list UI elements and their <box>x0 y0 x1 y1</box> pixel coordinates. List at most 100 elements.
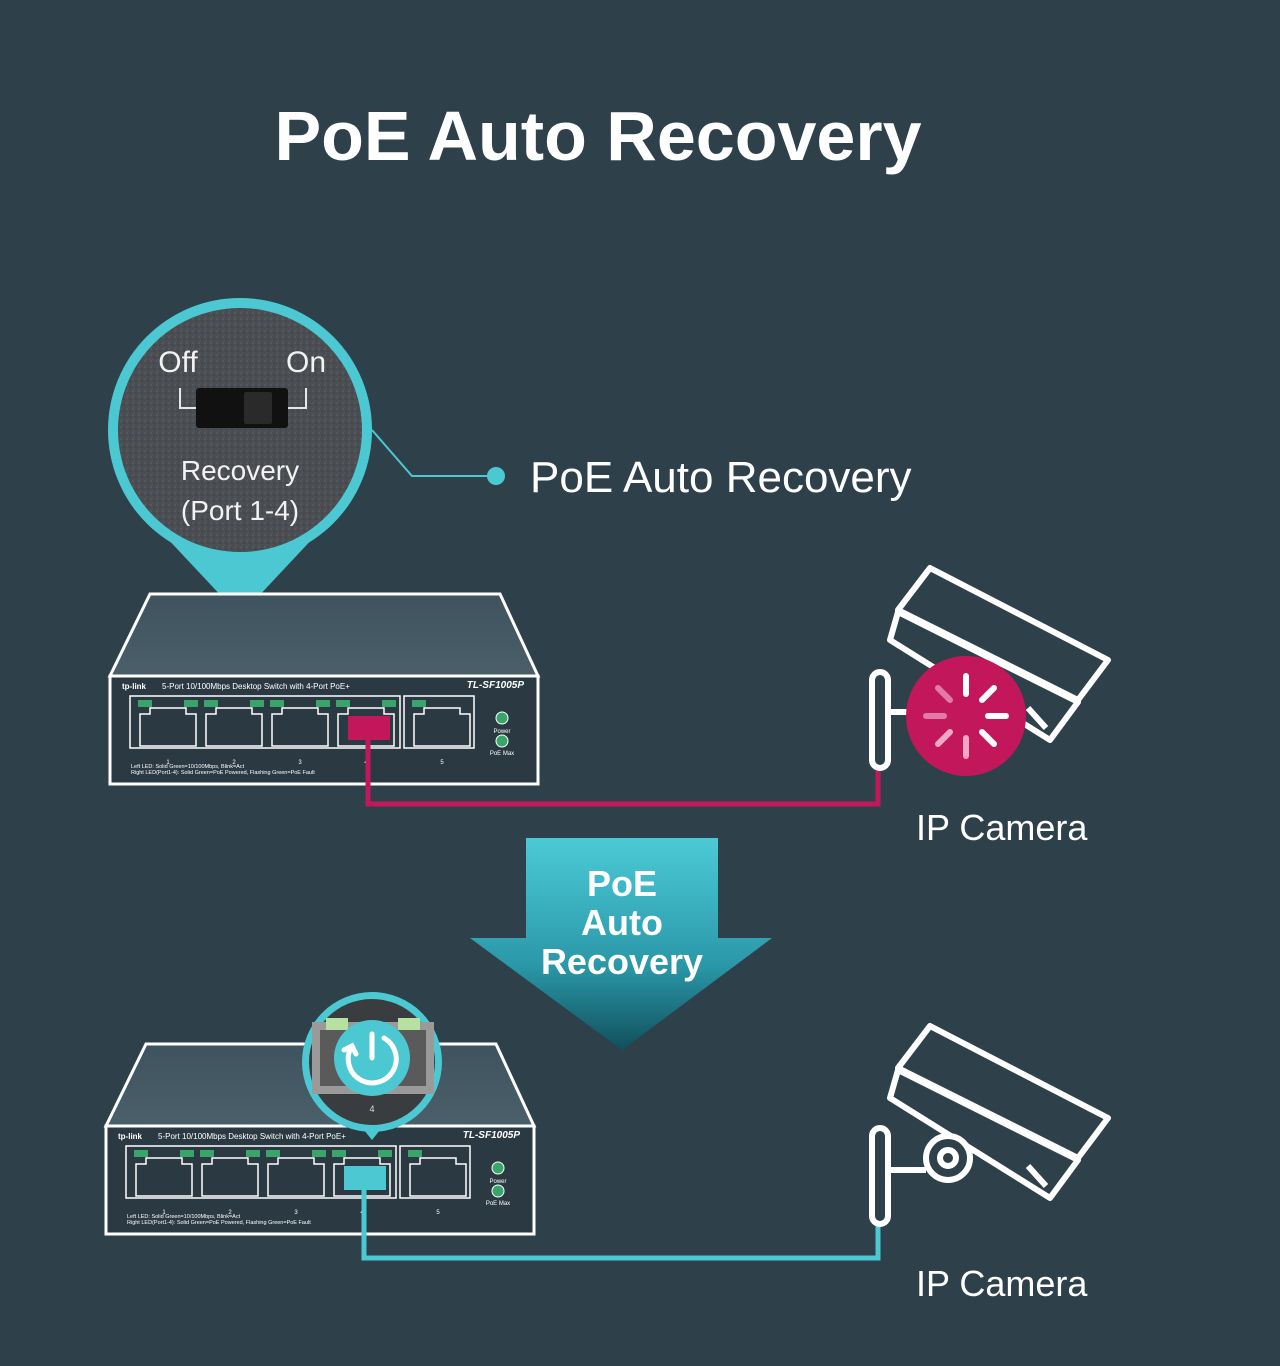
ethernet-port-3[interactable]: 3 <box>270 700 330 766</box>
ip-camera-top <box>869 565 1111 771</box>
switch-label-recovery: Recovery <box>181 455 299 486</box>
switch-model: TL-SF1005P <box>463 1130 521 1141</box>
cable-restored <box>361 1186 881 1261</box>
switch-on-bracket <box>286 388 307 409</box>
ethernet-port-5[interactable]: 5 <box>408 1150 467 1216</box>
led-legend-left: Left LED: Solid Green=10/100Mbps, Blink=… <box>131 764 245 770</box>
camera-mount-bottom <box>869 1125 891 1227</box>
port-group-uplink <box>399 1145 471 1199</box>
rj45-port-icon <box>201 1157 259 1197</box>
power-led-label: Power <box>489 1179 506 1185</box>
port-led-left <box>336 700 350 707</box>
port-led-right <box>378 1150 392 1157</box>
port-led-right <box>246 1150 260 1157</box>
port-led-left <box>332 1150 346 1157</box>
zoom-port-led-right <box>398 1018 420 1030</box>
port-number-label: 5 <box>440 760 444 766</box>
recovery-switch-callout: Off On Recovery (Port 1-4) <box>108 298 372 616</box>
port-number-label: 2 <box>232 760 236 766</box>
loading-spinner-icon <box>923 673 1009 759</box>
down-arrow-shape <box>470 838 772 1050</box>
port-led-right <box>312 1150 326 1157</box>
ethernet-port-5[interactable]: 5 <box>412 700 471 766</box>
rj45-port-icon <box>409 1157 467 1197</box>
poe-max-led <box>491 1184 505 1198</box>
recovery-arrow: PoE Auto Recovery <box>470 838 772 1050</box>
rj45-port-icon <box>271 707 329 747</box>
rj45-port-icon <box>413 707 471 747</box>
port-led-right <box>184 700 198 707</box>
port-group-poe <box>125 1145 397 1199</box>
ethernet-port-3[interactable]: 3 <box>266 1150 326 1216</box>
switch-brand: tp-link <box>122 682 147 691</box>
ethernet-port-1[interactable]: 1 <box>134 1150 194 1216</box>
camera-mount-top <box>869 669 891 771</box>
switch-label-ports: (Port 1-4) <box>181 495 299 526</box>
switch-description: 5-Port 10/100Mbps Desktop Switch with 4-… <box>162 682 350 691</box>
poe-max-led <box>495 734 509 748</box>
camera-joint-pin <box>937 1147 959 1169</box>
poe-switch-top: tp-link 5-Port 10/100Mbps Desktop Switch… <box>107 592 541 786</box>
arrow-label-line1: PoE <box>587 863 657 904</box>
port-number-label: 2 <box>228 1210 232 1216</box>
switch-description: 5-Port 10/100Mbps Desktop Switch with 4-… <box>158 1132 346 1141</box>
arrow-label-line3: Recovery <box>541 941 703 982</box>
port-led-left <box>270 700 284 707</box>
port-led-left <box>408 1150 422 1157</box>
port-number-label: 1 <box>162 1210 166 1216</box>
zoom-port-led-left <box>326 1018 348 1030</box>
port-led-left <box>204 700 218 707</box>
power-led <box>495 711 509 725</box>
rj45-port-icon <box>135 1157 193 1197</box>
power-led-label: Power <box>493 729 510 735</box>
camera-joint-bottom <box>923 1133 973 1183</box>
cable-faulted <box>365 736 881 807</box>
led-legend-right: Right LED(Port1-4): Solid Green=PoE Powe… <box>127 1220 311 1226</box>
rj45-port-icon <box>333 1157 391 1197</box>
port-number-label: 3 <box>298 760 302 766</box>
port-4-faulted-plug <box>348 716 390 740</box>
power-led <box>491 1161 505 1175</box>
port-led-left <box>412 700 426 707</box>
ethernet-port-2[interactable]: 2 <box>200 1150 260 1216</box>
port-number-label: 3 <box>294 1210 298 1216</box>
switch-off-bracket <box>179 388 200 409</box>
rj45-port-icon <box>337 707 395 747</box>
led-legend-left: Left LED: Solid Green=10/100Mbps, Blink=… <box>127 1214 241 1220</box>
ethernet-port-1[interactable]: 1 <box>138 700 198 766</box>
rj45-port-icon <box>205 707 263 747</box>
power-refresh-icon <box>341 1031 399 1086</box>
callout-zoom-surface <box>118 308 362 552</box>
port-led-left <box>138 700 152 707</box>
port-group-uplink <box>403 695 475 749</box>
rj45-port-icon <box>267 1157 325 1197</box>
camera-bottom-label: IP Camera <box>916 1263 1088 1304</box>
port-led-right <box>316 700 330 707</box>
switch-top-lid <box>107 592 541 678</box>
feature-label: PoE Auto Recovery <box>530 453 912 502</box>
switch-front-panel <box>108 674 540 786</box>
camera-body-top <box>887 609 1081 743</box>
poe-max-led-label: PoE Max <box>490 751 514 757</box>
switch-on-label: On <box>286 346 326 379</box>
zoom-port-number: 4 <box>369 1104 374 1114</box>
callout-leader-dot <box>487 467 505 485</box>
recovery-toggle-switch[interactable] <box>196 388 288 428</box>
port-4-restored-plug <box>344 1166 386 1190</box>
switch-off-label: Off <box>158 346 198 379</box>
camera-lens-top <box>1025 705 1049 731</box>
port-led-left <box>134 1150 148 1157</box>
camera-lens-bottom <box>1025 1163 1049 1189</box>
camera-fault-spinner <box>906 656 1026 776</box>
arrow-label-line2: Auto <box>581 902 663 943</box>
port-led-left <box>200 1150 214 1157</box>
camera-hood-bottom <box>895 1023 1111 1161</box>
toggle-knob <box>244 392 272 424</box>
camera-body-bottom <box>887 1067 1081 1201</box>
ethernet-port-2[interactable]: 2 <box>204 700 264 766</box>
camera-top-label: IP Camera <box>916 807 1088 848</box>
ip-camera-bottom <box>869 1023 1111 1227</box>
port-number-label: 5 <box>436 1210 440 1216</box>
led-legend-right: Right LED(Port1-4): Solid Green=PoE Powe… <box>131 770 315 776</box>
